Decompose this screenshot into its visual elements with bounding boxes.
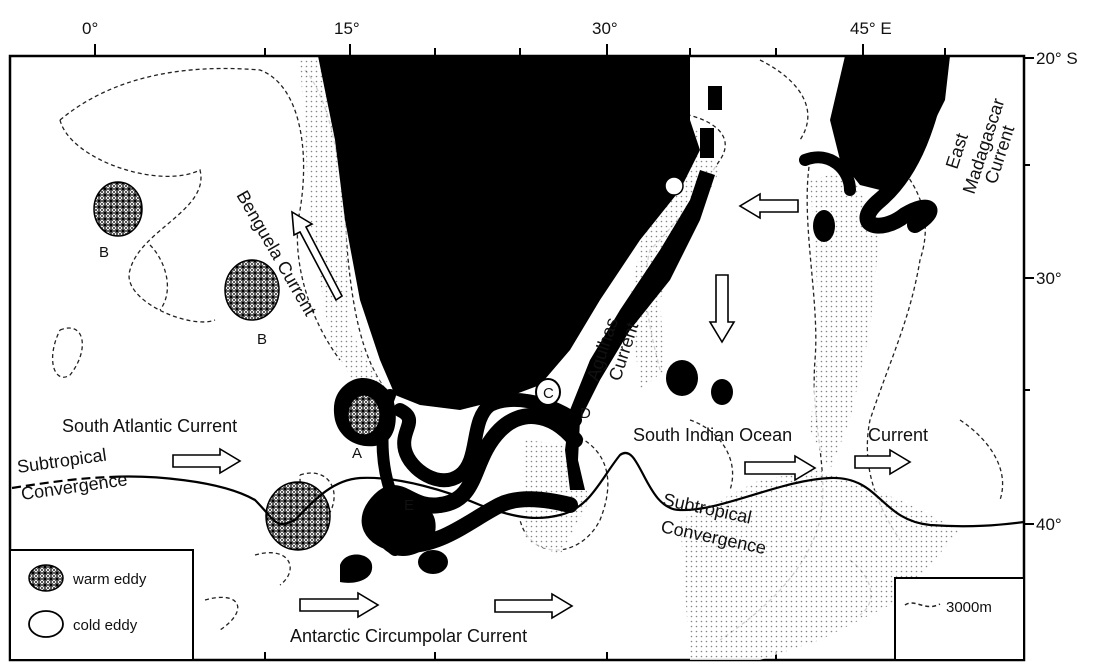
arrow-benguela bbox=[291, 210, 344, 302]
tick-30: 30° bbox=[592, 19, 618, 38]
depth-legend-line bbox=[904, 602, 941, 608]
madagascar-south-meander bbox=[799, 151, 856, 196]
arrow-south-indian-1 bbox=[744, 454, 817, 482]
white-eddy-c bbox=[535, 378, 561, 406]
eddy-e-region bbox=[375, 499, 436, 556]
agulhas-current-band bbox=[565, 170, 715, 490]
madagascar-landmass bbox=[830, 56, 950, 190]
arrow-antarctic-2 bbox=[494, 592, 574, 620]
island-1 bbox=[708, 86, 722, 110]
arrow-antarctic-1 bbox=[299, 591, 380, 619]
tick-30s: 30° bbox=[1036, 269, 1062, 288]
legend-warm-eddy-label: warm eddy bbox=[72, 571, 147, 588]
tick-15: 15° bbox=[334, 19, 360, 38]
label-south-indian-current: Current bbox=[868, 425, 928, 445]
eddy-letter-a: A bbox=[352, 445, 362, 462]
cold-eddy-black-1 bbox=[813, 210, 835, 242]
eddy-letter-b2: B bbox=[257, 331, 267, 348]
eddy-letter-d: D bbox=[580, 405, 591, 422]
island-2 bbox=[700, 128, 714, 158]
subtropical-convergence-west bbox=[11, 475, 111, 490]
label-south-atlantic-current: South Atlantic Current bbox=[62, 416, 237, 436]
arrow-south-indian-2 bbox=[854, 448, 912, 476]
subtropical-convergence-line bbox=[109, 451, 1025, 528]
cold-eddy-black-5 bbox=[340, 554, 373, 583]
warm-eddy-b1 bbox=[93, 181, 143, 237]
arrow-south-atlantic bbox=[172, 447, 242, 475]
cold-eddy-black-3 bbox=[711, 379, 733, 405]
tick-20s: 20° S bbox=[1036, 49, 1078, 68]
tick-45e: 45° E bbox=[850, 19, 892, 38]
retroflection-meander-1 bbox=[361, 408, 583, 554]
eddy-letter-b1: B bbox=[99, 244, 109, 261]
cold-eddy-black-4 bbox=[418, 550, 448, 574]
africa-landmass bbox=[318, 56, 700, 410]
eddy-letter-e: E bbox=[404, 497, 414, 514]
label-south-indian-ocean: South Indian Ocean bbox=[633, 425, 792, 445]
tick-40s: 40° bbox=[1036, 515, 1062, 534]
tick-0: 0° bbox=[82, 19, 98, 38]
depth-legend-box bbox=[894, 577, 1025, 661]
current-arrows bbox=[172, 192, 912, 620]
legend-cold-eddy-icon bbox=[28, 610, 64, 638]
depth-legend-label: 3000m bbox=[946, 599, 992, 616]
warm-eddy-a bbox=[347, 394, 381, 436]
cold-eddy-black-2 bbox=[666, 360, 698, 396]
top-ticks bbox=[94, 44, 946, 56]
retroflection-meander-2 bbox=[393, 393, 582, 488]
east-madagascar-meander bbox=[859, 62, 948, 234]
arrow-agulhas bbox=[708, 274, 736, 344]
label-antarctic-circumpolar: Antarctic Circumpolar Current bbox=[290, 626, 527, 646]
warm-eddy-b2 bbox=[224, 259, 280, 321]
legend-cold-eddy-label: cold eddy bbox=[73, 617, 138, 634]
right-ticks bbox=[1024, 57, 1034, 525]
small-white-eddy bbox=[664, 176, 684, 196]
label-subtropical-west: Subtropical bbox=[16, 445, 108, 477]
eddy-letter-c: C bbox=[543, 385, 554, 402]
arrow-west-indian bbox=[738, 192, 799, 220]
legend-warm-eddy-icon bbox=[28, 564, 64, 592]
